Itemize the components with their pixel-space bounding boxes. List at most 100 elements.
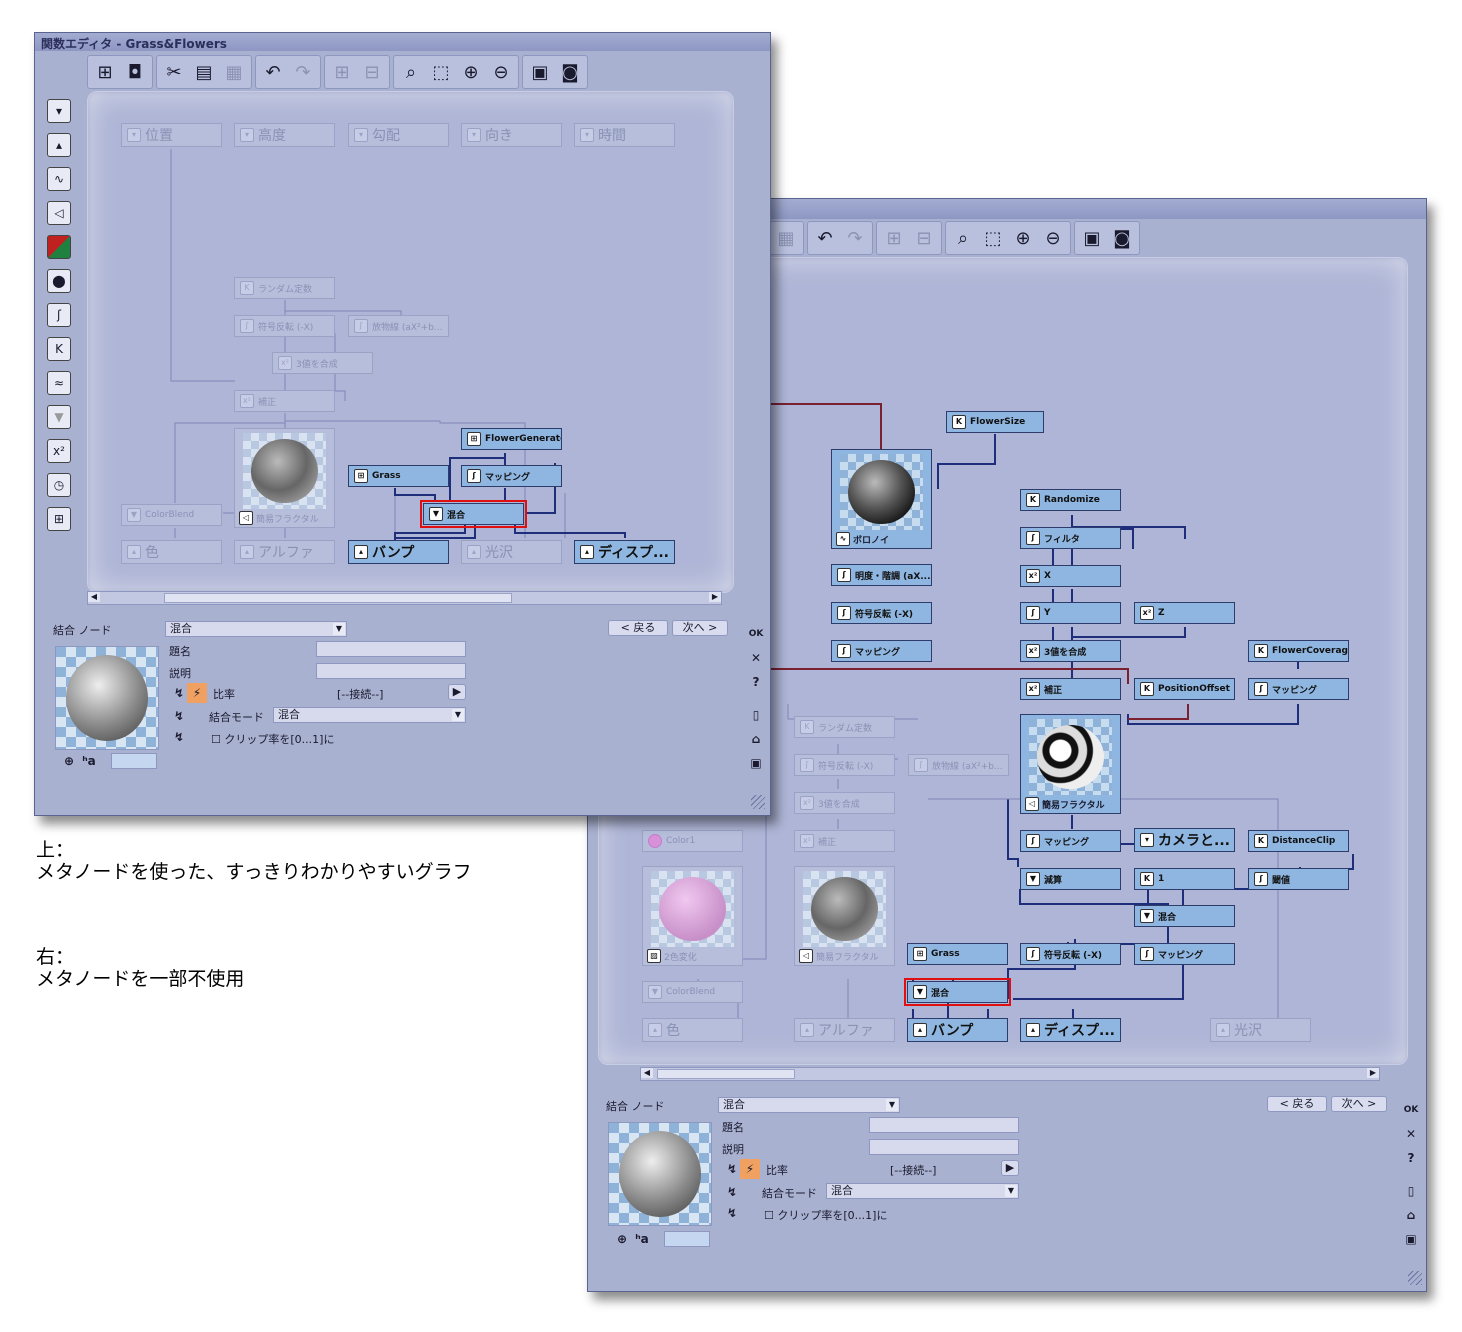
output-gloss[interactable]: ▴光沢: [461, 540, 562, 564]
metanode-icon[interactable]: ⊞: [47, 507, 71, 531]
node-grass[interactable]: ⊞Grass: [907, 943, 1008, 965]
zoom-selection-icon[interactable]: ⬚: [432, 61, 450, 83]
shading-icon[interactable]: ʰa: [635, 1232, 649, 1246]
node-voronoi[interactable]: ∿ボロノイ: [831, 449, 932, 549]
description-input[interactable]: [869, 1139, 1019, 1155]
horizontal-scrollbar-top[interactable]: ◀ ▶: [87, 591, 722, 605]
node-fractal[interactable]: ◁簡易フラクタル: [234, 428, 335, 528]
ok-button[interactable]: OK: [1403, 1105, 1419, 1115]
output-color[interactable]: ▴色: [121, 540, 222, 564]
description-input[interactable]: [316, 663, 466, 679]
help-icon[interactable]: ?: [1407, 1151, 1415, 1165]
output-displacement[interactable]: ▴ディスプ...: [1020, 1018, 1121, 1042]
pin-icon[interactable]: ⊕: [63, 754, 75, 768]
input-height[interactable]: ▾高度: [234, 123, 335, 147]
node-fractal[interactable]: ◁簡易フラクタル: [1020, 714, 1121, 814]
copy-icon[interactable]: ▤: [195, 61, 213, 83]
save-icon[interactable]: ▣: [750, 756, 762, 770]
shape-node-icon[interactable]: ⬤: [47, 269, 71, 293]
connect-icon[interactable]: ↯: [726, 1185, 738, 1199]
node-fractal-dim[interactable]: ◁簡易フラクタル: [794, 866, 895, 966]
scroll-right-icon[interactable]: ▶: [1367, 1068, 1379, 1078]
window-title[interactable]: 関数エディタ - Grass&Flowers: [35, 33, 770, 51]
lightning-icon[interactable]: ⚡: [740, 1159, 760, 1179]
preview-view-icon[interactable]: ◙: [1113, 227, 1131, 249]
back-button[interactable]: < 戻る: [608, 620, 668, 636]
connect-icon[interactable]: ↯: [173, 709, 185, 723]
horizontal-scrollbar-right[interactable]: ◀ ▶: [640, 1067, 1380, 1081]
open-folder-icon[interactable]: ⌂: [751, 732, 761, 746]
output-gloss[interactable]: ▴光沢: [1210, 1018, 1311, 1042]
input-direction[interactable]: ▾向き: [461, 123, 562, 147]
curve-node-icon[interactable]: ≈: [47, 371, 71, 395]
name-input[interactable]: [869, 1117, 1019, 1133]
output-bump[interactable]: ▴バンプ: [907, 1018, 1008, 1042]
node-type-select[interactable]: 混合▼: [718, 1097, 900, 1113]
ungroup-nodes-icon[interactable]: ⊟: [364, 61, 380, 83]
node-blend-mid[interactable]: ▼混合: [1134, 905, 1235, 927]
ratio-expand-button[interactable]: ▶: [448, 684, 466, 700]
node-flowergenerator[interactable]: ⊞FlowerGenerator: [461, 428, 562, 450]
graph-view-icon[interactable]: ▣: [1083, 227, 1101, 249]
zoom-fit-icon[interactable]: ⌕: [405, 61, 417, 83]
node-blend-selected[interactable]: ▼混合: [904, 978, 1011, 1006]
node-color1[interactable]: Color1: [642, 830, 743, 852]
new-file-icon[interactable]: ▯: [752, 708, 760, 722]
window-right-titlebar[interactable]: [588, 199, 1426, 219]
next-button[interactable]: 次へ >: [1331, 1096, 1387, 1112]
input-node-icon[interactable]: ▾: [47, 99, 71, 123]
math-node-icon[interactable]: x²: [47, 439, 71, 463]
output-color[interactable]: ▴色: [642, 1018, 743, 1042]
zoom-fit-icon[interactable]: ⌕: [957, 227, 969, 249]
node-settings-icon[interactable]: ◘: [127, 61, 143, 83]
paste-icon[interactable]: ▦: [225, 61, 243, 83]
node-colorblend[interactable]: ▼ColorBlend: [642, 981, 743, 1003]
add-node-icon[interactable]: ⊞: [97, 61, 113, 83]
redo-icon[interactable]: ↷: [295, 61, 311, 83]
cut-icon[interactable]: ✂: [166, 61, 182, 83]
node-camera[interactable]: ▾カメラと...: [1134, 828, 1235, 852]
help-icon[interactable]: ?: [752, 675, 760, 689]
ratio-expand-button[interactable]: ▶: [1001, 1160, 1019, 1176]
checkbox-icon[interactable]: ☐: [211, 733, 221, 746]
mode-select[interactable]: 混合▼: [273, 707, 466, 723]
constant-node-icon[interactable]: K: [47, 337, 71, 361]
lightning-icon[interactable]: ⚡: [187, 683, 207, 703]
close-icon[interactable]: ✕: [750, 651, 762, 665]
scroll-thumb[interactable]: [164, 593, 512, 603]
output-bump[interactable]: ▴バンプ: [348, 540, 449, 564]
next-button[interactable]: 次へ >: [672, 620, 728, 636]
clip-checkbox-label[interactable]: ☐ クリップ率を[0...1]に: [211, 731, 334, 747]
output-node-icon[interactable]: ▴: [47, 133, 71, 157]
connect-icon[interactable]: ↯: [726, 1162, 738, 1176]
input-slope[interactable]: ▾勾配: [348, 123, 449, 147]
blend-node-icon[interactable]: ▼: [47, 405, 71, 429]
shading-icon[interactable]: ʰa: [82, 754, 96, 768]
input-time[interactable]: ▾時間: [574, 123, 675, 147]
zoom-selection-icon[interactable]: ⬚: [984, 227, 1002, 249]
node-colorblend[interactable]: ▼ColorBlend: [121, 504, 222, 526]
mode-select[interactable]: 混合▼: [826, 1183, 1019, 1199]
scroll-left-icon[interactable]: ◀: [641, 1068, 653, 1078]
output-displacement[interactable]: ▴ディスプ...: [574, 540, 675, 564]
